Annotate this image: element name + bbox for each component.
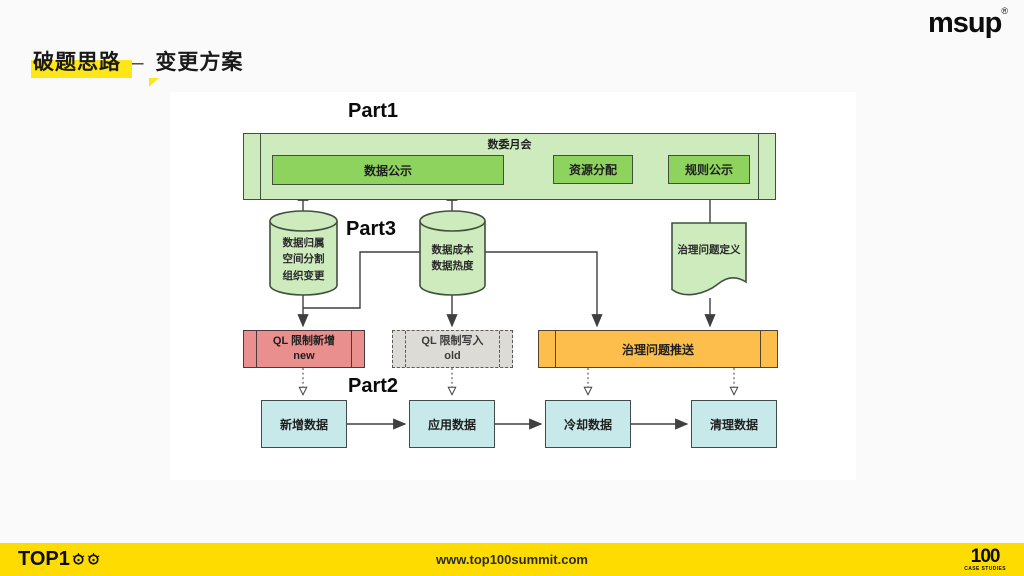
bulb-icon <box>87 553 100 565</box>
title-part-highlighted: 破题思路 <box>33 51 121 74</box>
footer-bar: TOP1 www.top100summit.com 100 CASE STUDI… <box>0 543 1024 576</box>
committee-title: 数委月会 <box>487 139 532 151</box>
cylinder-left-line1: 数据归属 <box>282 237 325 249</box>
push-right-bar <box>760 331 761 367</box>
top100-logo: TOP1 <box>18 548 100 571</box>
ql-old-left-bar <box>405 331 406 367</box>
ql-new-line2: new <box>293 350 315 362</box>
flow-cooled-data-box: 冷却数据 <box>545 400 631 448</box>
bulb-icon <box>72 553 85 565</box>
ql-new-right-bar <box>351 331 352 367</box>
top100-logo-text: TOP1 <box>18 548 70 570</box>
document-label: 治理问题定义 <box>677 244 741 256</box>
ql-restrict-old-box: QL 限制写入 old <box>392 330 513 368</box>
cylinder-middle-line2: 数据热度 <box>431 260 474 273</box>
flow-applied-data-box: 应用数据 <box>409 400 495 448</box>
summit-url: www.top100summit.com <box>436 552 588 567</box>
ql-old-line1: QL 限制写入 <box>421 335 484 348</box>
part1-label: Part1 <box>348 100 399 122</box>
cylinder-middle-shape <box>419 210 486 296</box>
cylinder-left-label: 数据归属 空间分割 组织变更 <box>270 235 337 284</box>
cylinder-middle-label: 数据成本 数据热度 <box>420 242 485 275</box>
case-studies-number: 100 <box>970 546 1001 567</box>
cylinder-left-line2: 空间分割 <box>282 253 325 266</box>
ql-old-right-bar <box>499 331 500 367</box>
part3-label: Part3 <box>346 218 397 240</box>
part2-label: Part2 <box>348 375 399 397</box>
cylinder-left-shape <box>269 210 338 296</box>
container-left-bar <box>260 134 261 199</box>
flow-new-data-box: 新增数据 <box>261 400 347 448</box>
push-left-bar <box>555 331 556 367</box>
push-label: 治理问题推送 <box>621 342 694 357</box>
case-studies-logo: 100 CASE STUDIES <box>964 547 1006 572</box>
ql-new-line1: QL 限制新增 <box>272 335 336 348</box>
registered-mark: ® <box>1001 6 1008 16</box>
cylinder-left-line3: 组织变更 <box>282 269 325 282</box>
resource-alloc-box: 资源分配 <box>553 155 633 184</box>
diagram-canvas: Part1 Part3 Part2 数委月会 数据公示 资源分配 规则公示 数据… <box>170 92 856 480</box>
issue-push-box: 治理问题推送 <box>538 330 778 368</box>
case-studies-caption: CASE STUDIES <box>964 566 1006 572</box>
ql-old-line2: old <box>444 350 461 362</box>
container-right-bar <box>758 134 759 199</box>
title-dash: – <box>131 51 145 74</box>
msup-logo-text: msup <box>928 7 1002 39</box>
flow-cleaned-data-box: 清理数据 <box>691 400 777 448</box>
connector-layer <box>269 164 747 430</box>
rule-publish-box: 规则公示 <box>668 155 750 184</box>
ql-restrict-new-box: QL 限制新增 new <box>243 330 365 368</box>
title-highlight-tail <box>149 78 159 87</box>
msup-logo: msup® <box>928 6 1008 40</box>
page-title: 破题思路 – 变更方案 <box>31 46 244 87</box>
data-publish-box: 数据公示 <box>272 155 504 185</box>
cylinder-middle-line1: 数据成本 <box>431 244 474 256</box>
document-shape <box>671 222 747 296</box>
ql-new-left-bar <box>256 331 257 367</box>
title-part-rest: 变更方案 <box>155 51 244 74</box>
